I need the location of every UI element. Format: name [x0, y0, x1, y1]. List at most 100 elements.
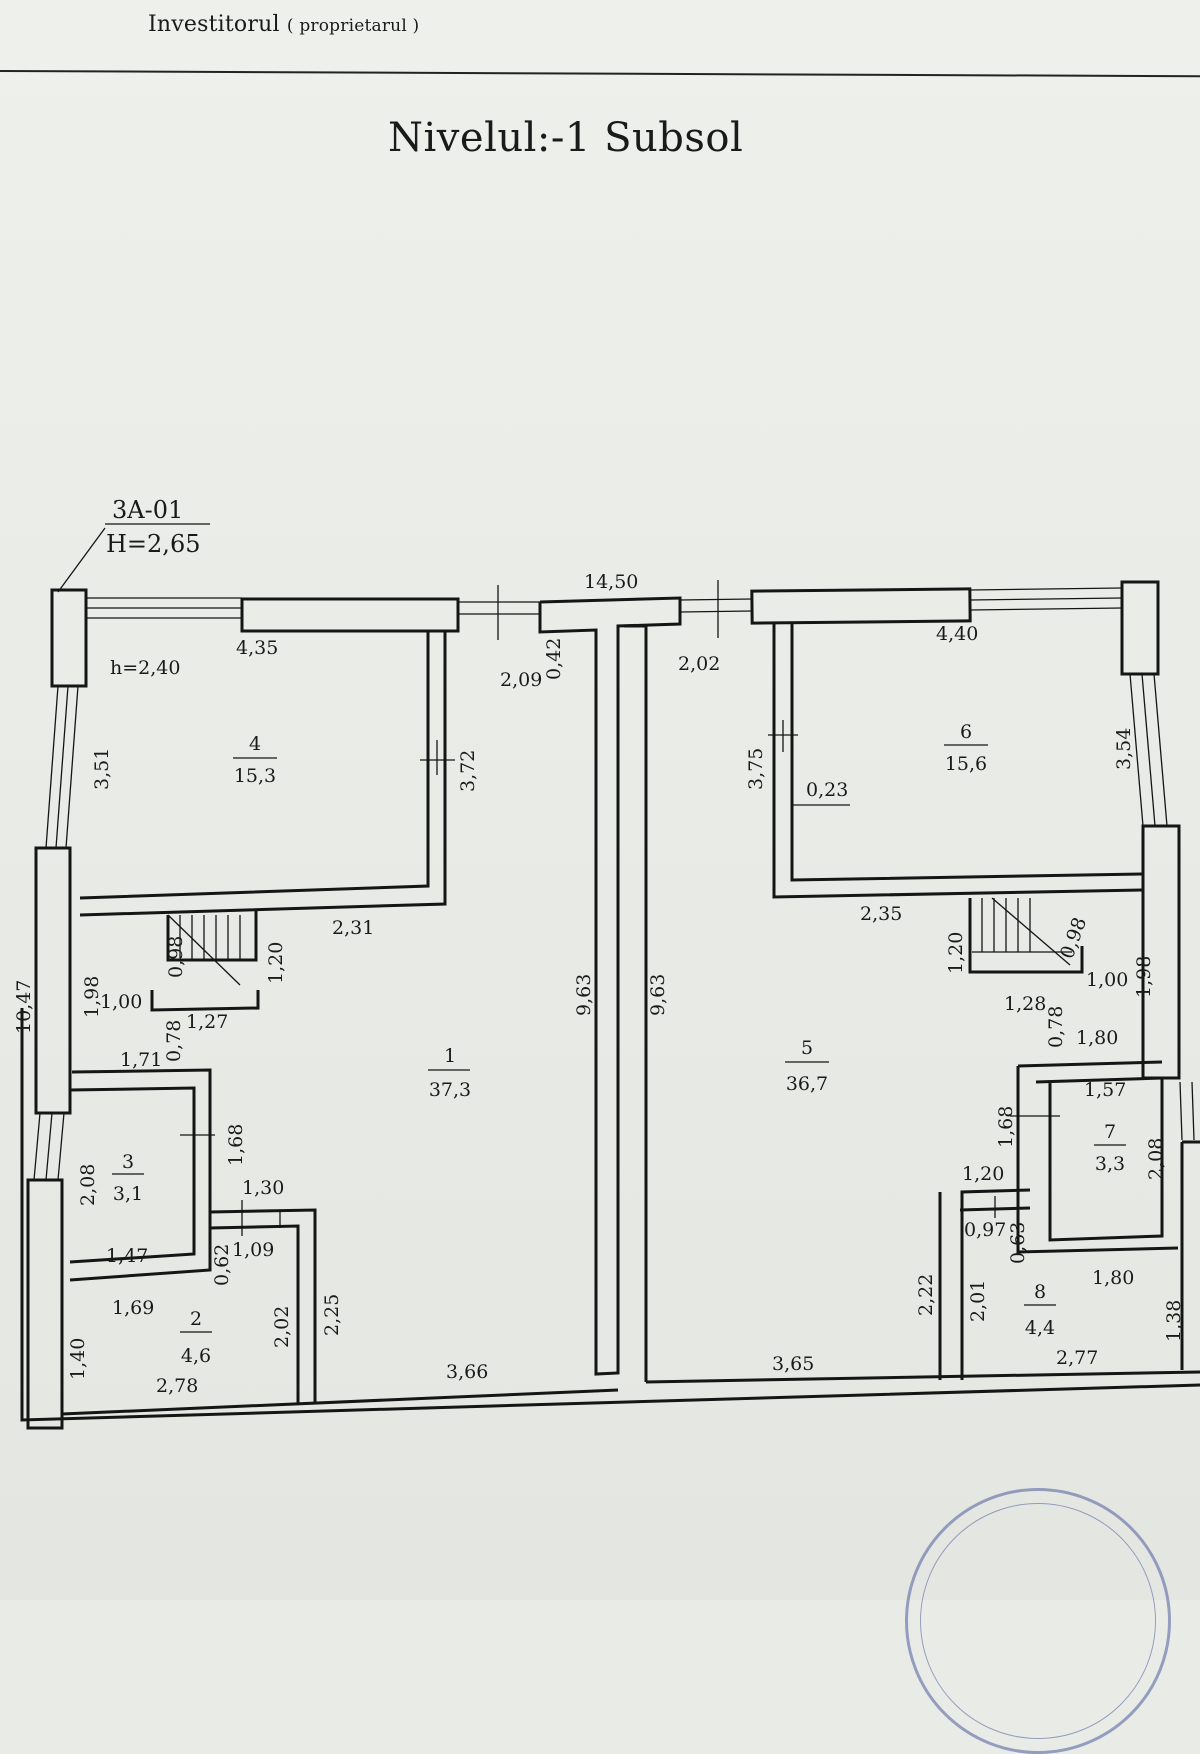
dimension-label: 2,02: [678, 653, 720, 675]
dimension-label: 0,42: [543, 638, 565, 680]
dimension-label: 1,20: [265, 942, 287, 984]
inner-height-label: h=2,40: [110, 657, 180, 679]
right-stair: [968, 897, 1084, 974]
room-area: 15,3: [234, 765, 276, 787]
investor-paren: ( proprietarul ): [286, 16, 420, 36]
right-wall-mid-pier: [1141, 824, 1181, 1080]
dimension-label: 0,97: [964, 1219, 1006, 1241]
right-unit-walls: [624, 580, 1200, 1384]
window-line: [1129, 673, 1144, 827]
dimension-label: 2,08: [1145, 1138, 1167, 1180]
room4-partition-outer: [79, 631, 447, 917]
room7-outer: [1016, 1066, 1179, 1254]
dimension-label: 2,78: [156, 1375, 198, 1397]
room-number: 4: [249, 733, 261, 755]
dimension-label: 9,63: [573, 974, 595, 1016]
room-number: 1: [444, 1045, 456, 1067]
stair-landing: [150, 990, 260, 1012]
dimension-label: 2,22: [915, 1274, 937, 1316]
dimension-label: 0,98: [165, 936, 187, 978]
dimension-label: 2,09: [500, 669, 542, 691]
window-line: [969, 597, 1123, 601]
room-area: 15,6: [945, 753, 987, 775]
level-title: Nivelul:-1 Subsol: [388, 115, 744, 161]
room-area: 4,6: [181, 1345, 211, 1367]
central-partition: [538, 596, 682, 1376]
window-line: [45, 685, 59, 849]
left-stair: [150, 910, 260, 1012]
left-wall-mid-pier: [34, 846, 72, 1115]
dimension-label: 0,23: [806, 779, 848, 801]
dimension-label: 1,98: [1133, 956, 1155, 998]
dimension-label: 14,50: [584, 571, 638, 593]
dimension-label: 1,30: [242, 1177, 284, 1199]
window-line: [1191, 1081, 1195, 1141]
window-line: [57, 1112, 65, 1181]
dimension-label: 2,35: [860, 903, 902, 925]
plan-code: 3A-01: [112, 496, 184, 524]
room3-outer: [69, 1068, 212, 1282]
room2-partition-outer: [209, 1208, 317, 1404]
room-number: 5: [801, 1037, 813, 1059]
room-number: 2: [190, 1308, 202, 1330]
dimension-label: 1,09: [232, 1239, 274, 1261]
room-area: 4,4: [1025, 1317, 1055, 1339]
room4-partition: [79, 631, 430, 900]
dimension-label: 4,35: [236, 637, 278, 659]
dimension-label: 3,65: [772, 1353, 814, 1375]
room-number: 8: [1034, 1281, 1046, 1303]
room-number: 6: [960, 721, 972, 743]
dimension-label: 1,80: [1092, 1267, 1134, 1289]
dimension-label: 3,72: [457, 750, 479, 792]
window-line: [1141, 673, 1156, 827]
room7-inner: [1035, 1076, 1164, 1242]
dimension-label: 0,62: [211, 1244, 233, 1286]
left-wall-top-pier: [50, 588, 88, 688]
company-stamp: [905, 1488, 1171, 1754]
room-labels: 1 37,3 2 4,6 3 3,1 4 15,3 5: [112, 721, 1126, 1367]
left-wall-bottom-pier: [26, 1178, 64, 1430]
stair-outline: [166, 910, 258, 962]
window-line: [1153, 673, 1168, 827]
window-line: [1179, 1081, 1183, 1141]
dimension-label: 1,71: [120, 1049, 162, 1071]
stair-arrow: [991, 897, 1071, 966]
dimension-label: 9,63: [647, 974, 669, 1016]
dimension-label: 0,78: [1045, 1006, 1067, 1048]
dimension-label: 2,08: [77, 1164, 99, 1206]
investor-caption: Investitorul ( proprietarul ): [148, 12, 419, 37]
dimension-label: 2,31: [332, 917, 374, 939]
ceiling-height: H=2,65: [106, 530, 201, 558]
dimension-label: 1,20: [945, 932, 967, 974]
plan-code-leader: [57, 527, 106, 593]
dimension-label: 1,57: [1084, 1079, 1126, 1101]
room6-partition-inner: [790, 622, 1143, 882]
investor-label: Investitorul: [148, 12, 280, 37]
dimension-label: 1,80: [1076, 1027, 1118, 1049]
room-label: 2 4,6: [180, 1308, 212, 1367]
room-area: 3,1: [113, 1183, 143, 1205]
dimension-label: 2,02: [271, 1306, 293, 1348]
window-line: [969, 587, 1123, 591]
stair-outline: [968, 898, 1084, 974]
dimension-label: 1,20: [962, 1163, 1004, 1185]
room-area: 37,3: [429, 1079, 471, 1101]
right-top-wall: [750, 587, 972, 625]
dimension-label: 1,69: [112, 1297, 154, 1319]
dimension-label: 4,40: [936, 623, 978, 645]
dimension-label: 1,98: [81, 976, 103, 1018]
room-label: 4 15,3: [233, 733, 277, 787]
dimension-labels: 14,50 4,35 2,09 0,42 2,02 4,40 3,51 3,72…: [13, 571, 1185, 1397]
dimension-label: 1,68: [995, 1106, 1017, 1148]
dimension-label: 1,47: [106, 1245, 148, 1267]
outer-foundation-line: [20, 1008, 1200, 1422]
left-bottom-wall: [61, 1388, 619, 1416]
left-top-wall: [240, 597, 460, 633]
dimension-label: 1,28: [1004, 993, 1046, 1015]
room7-top-outer: [1017, 1060, 1163, 1068]
room8-partition-outer: [960, 1188, 1031, 1380]
room-label: 1 37,3: [428, 1045, 471, 1101]
dimension-label: 1,00: [1086, 969, 1128, 991]
room-label: 3 3,1: [112, 1151, 144, 1205]
